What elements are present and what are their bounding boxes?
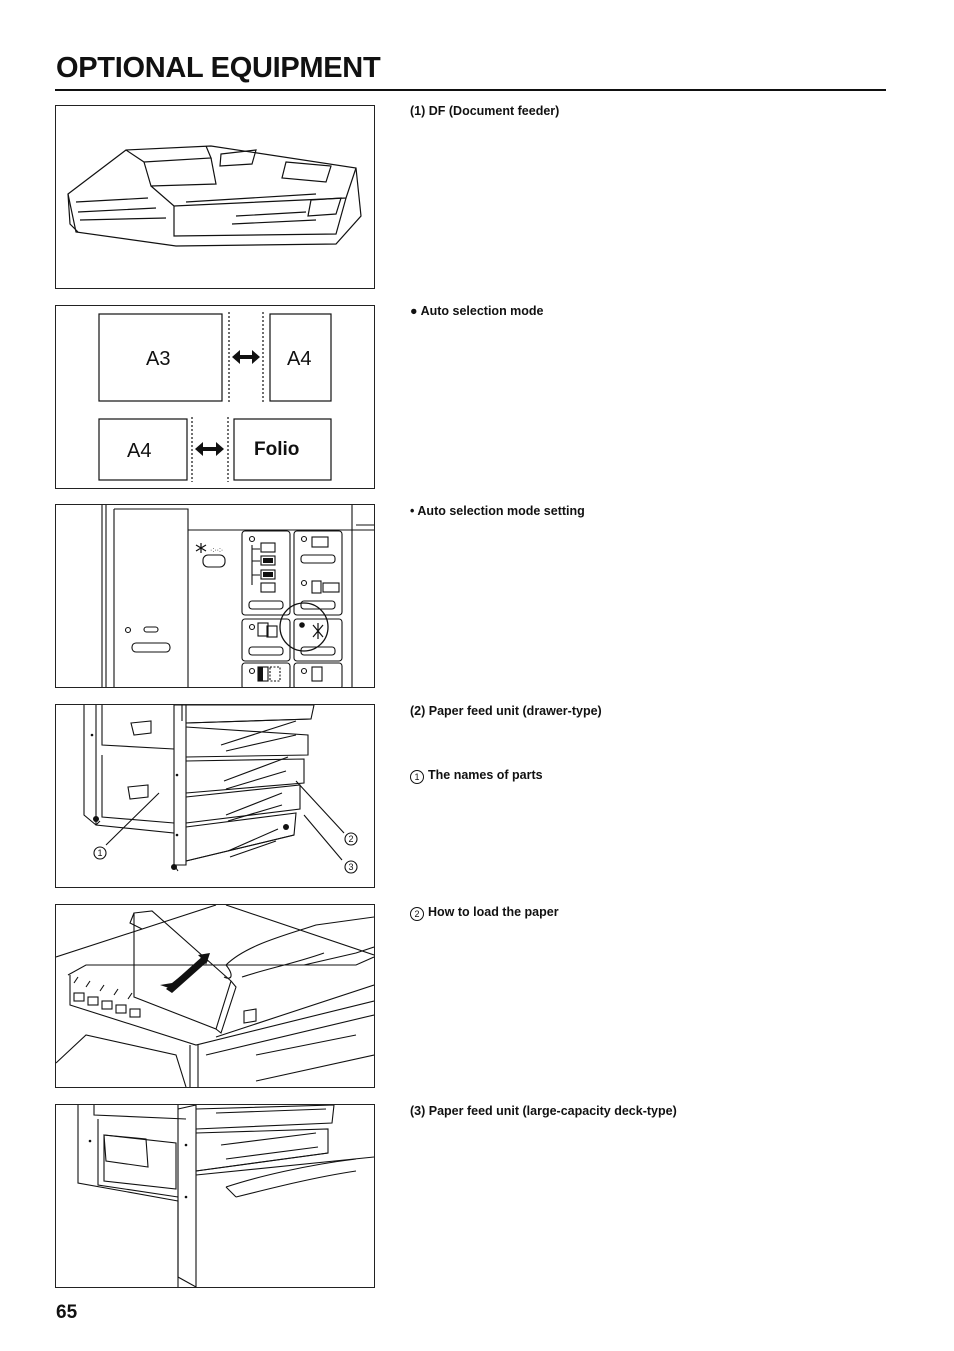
a4-sheet-top [269,313,332,402]
figure-auto-selection: A3 A4 A4 Folio [55,305,375,489]
caption-auto-selection-setting: • Auto selection mode setting [410,504,585,518]
caption-auto-selection: ● Auto selection mode [410,304,544,318]
drawer-unit-illustration: 1 2 3 [83,705,358,874]
caption-how-to-load: 2 How to load the paper [410,905,559,921]
figure-document-feeder [55,105,375,289]
document-feeder-illustration [67,145,362,247]
leader-line-2 [295,780,345,834]
deck-unit-illustration [77,1105,374,1287]
caption-text: (1) DF (Document feeder) [410,104,560,118]
caption-text: (3) Paper feed unit (large-capacity deck… [410,1104,677,1118]
step-number-badge: 2 [410,907,424,921]
caption-text: Auto selection mode setting [417,504,585,518]
step-number-badge: 1 [410,770,424,784]
caption-text: (2) Paper feed unit (drawer-type) [410,704,602,718]
callout-3: 3 [348,862,353,872]
label-a4-top: A4 [287,348,311,370]
load-paper-illustration [56,905,374,1087]
control-panel-illustration: ·:··:· [101,505,374,687]
caption-text: Auto selection mode [420,304,544,318]
leader-line-3 [303,814,343,861]
figure-control-panel: ·:··:· [55,504,375,688]
caption-text: The names of parts [428,768,543,782]
label-a4-bottom: A4 [127,440,151,462]
figure-load-paper [55,904,375,1088]
caption-drawer-paper-feed: (2) Paper feed unit (drawer-type) [410,704,602,718]
page-number: 65 [56,1302,78,1323]
double-arrow-icon [232,350,260,364]
paper-stack [133,910,232,1030]
bullet-dot: • [410,504,415,518]
figure-drawer-paper-feed: 1 2 3 [55,704,375,888]
double-arrow-icon [195,442,224,456]
figure-deck-paper-feed [55,1104,375,1288]
paper-size-illustration: A3 A4 A4 Folio [98,312,332,482]
highlight-circle [279,602,329,652]
caption-names-of-parts: 1 The names of parts [410,768,543,784]
svg-text:·:··:·: ·:··:· [210,547,223,554]
label-a3: A3 [146,348,170,370]
leader-line-1 [105,792,160,846]
a4-sheet-bottom [98,418,188,481]
title-rule [55,89,886,91]
a3-sheet [98,313,223,402]
callout-1: 1 [97,848,102,858]
asterisk-icon [195,543,207,553]
callout-2: 2 [348,834,353,844]
caption-text: How to load the paper [428,905,559,919]
folio-sheet [233,418,332,481]
callout-2-circle [344,832,358,846]
page-title: OPTIONAL EQUIPMENT [56,52,381,84]
label-folio: Folio [254,439,299,460]
callout-3-circle [344,860,358,874]
caption-document-feeder: (1) DF (Document feeder) [410,104,559,118]
caption-deck-paper-feed: (3) Paper feed unit (large-capacity deck… [410,1104,677,1118]
asterisk-icon [312,623,324,639]
callout-1-circle [93,846,107,860]
bullet-dot: ● [410,304,418,318]
